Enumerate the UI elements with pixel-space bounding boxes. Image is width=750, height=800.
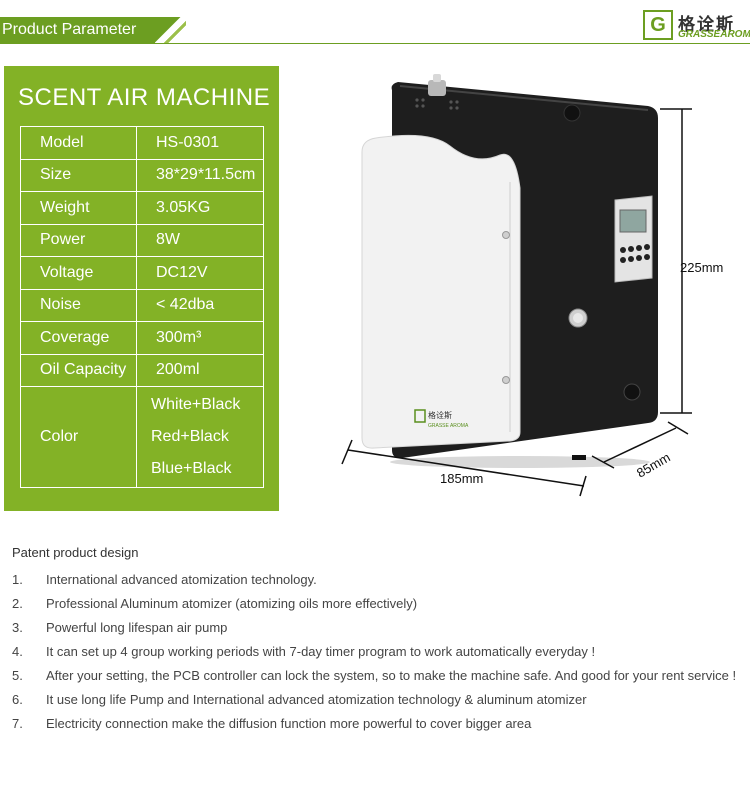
width-label: 185mm xyxy=(440,471,483,486)
intro-text: Patent product design xyxy=(12,545,139,560)
list-item: 4. It can set up 4 group working periods … xyxy=(12,640,740,664)
nozzle-tip-icon xyxy=(433,74,441,82)
screw-icon xyxy=(502,376,510,384)
spec-value: 38*29*11.5cm xyxy=(136,158,264,192)
color-option: White+Black xyxy=(151,396,241,413)
list-number: 3. xyxy=(12,620,23,635)
spec-value: HS-0301 xyxy=(136,126,264,160)
spec-value: 8W xyxy=(136,223,264,257)
list-item: 1. International advanced atomization tec… xyxy=(12,568,740,592)
spec-key: Weight xyxy=(20,191,137,225)
spec-row-coverage: Coverage 300m³ xyxy=(20,321,264,355)
list-number: 1. xyxy=(12,572,23,587)
list-number: 6. xyxy=(12,692,23,707)
device-foot xyxy=(572,455,586,460)
list-text: Powerful long lifespan air pump xyxy=(46,620,228,635)
power-socket-icon xyxy=(623,383,641,401)
list-text: After your setting, the PCB controller c… xyxy=(46,668,737,683)
spec-key: Power xyxy=(20,223,137,257)
width-dim-tick-left xyxy=(341,439,353,465)
spec-value: DC12V xyxy=(136,256,264,290)
spec-row-weight: Weight 3.05KG xyxy=(20,191,264,225)
nozzle-icon xyxy=(428,80,446,96)
list-item: 2. Professional Aluminum atomizer (atomiz… xyxy=(12,592,740,616)
scent-machine-image: 格诠斯 GRASSE AROMA 225mm 185mm 85mm xyxy=(341,74,723,497)
color-option: Red+Black xyxy=(151,428,229,445)
product-illustration: 格诠斯 GRASSE AROMA 225mm 185mm 85mm xyxy=(330,60,750,510)
brand-mark-icon: G xyxy=(643,10,673,40)
front-cover xyxy=(361,134,521,449)
lcd-screen-icon xyxy=(619,209,647,233)
list-text: It use long life Pump and International … xyxy=(46,692,587,707)
depth-label: 85mm xyxy=(634,450,673,481)
device-logo-en: GRASSE AROMA xyxy=(428,423,469,429)
spec-row-voltage: Voltage DC12V xyxy=(20,256,264,290)
depth-dim-tick-right xyxy=(667,421,689,435)
list-text: Professional Aluminum atomizer (atomizin… xyxy=(46,596,418,611)
list-item: 6. It use long life Pump and Internationa… xyxy=(12,688,740,712)
section-title: Product Parameter xyxy=(0,17,155,43)
color-option: Blue+Black xyxy=(151,460,232,477)
width-dim-line xyxy=(347,449,585,487)
spec-key: Voltage xyxy=(20,256,137,290)
list-item: 5. After your setting, the PCB controller… xyxy=(12,664,740,688)
list-number: 7. xyxy=(12,716,23,731)
spec-row-color: Color White+Black Red+Black Blue+Black xyxy=(20,386,264,488)
section-title-accent xyxy=(162,17,186,43)
control-buttons-icon xyxy=(620,244,650,263)
spec-key: Oil Capacity xyxy=(20,353,137,387)
depth-dim-tick-left xyxy=(591,455,615,469)
list-number: 2. xyxy=(12,596,23,611)
brand-name-cn: 格诠斯 xyxy=(678,15,735,34)
height-label: 225mm xyxy=(680,260,723,275)
spec-value: 3.05KG xyxy=(136,191,264,225)
device-logo-icon xyxy=(414,409,426,423)
top-knob-icon xyxy=(563,104,581,122)
spec-value: 200ml xyxy=(136,353,264,387)
spec-key: Color xyxy=(20,386,137,488)
spec-row-power: Power 8W xyxy=(20,223,264,257)
screw-icon xyxy=(502,231,510,239)
color-options: White+Black Red+Black Blue+Black xyxy=(136,386,264,488)
side-button-inner-icon xyxy=(573,313,583,323)
spec-panel: SCENT AIR MACHINE Model HS-0301 Size 38*… xyxy=(4,66,279,511)
list-number: 4. xyxy=(12,644,23,659)
spec-row-oil-capacity: Oil Capacity 200ml xyxy=(20,353,264,387)
spec-value: 300m³ xyxy=(136,321,264,355)
list-item: 7. Electricity connection make the diffus… xyxy=(12,712,740,736)
spec-key: Model xyxy=(20,126,137,160)
spec-table: Model HS-0301 Size 38*29*11.5cm Weight 3… xyxy=(20,126,264,488)
spec-key: Size xyxy=(20,158,137,192)
spec-row-size: Size 38*29*11.5cm xyxy=(20,158,264,192)
depth-dim-line xyxy=(603,427,677,463)
spec-key: Coverage xyxy=(20,321,137,355)
list-number: 5. xyxy=(12,668,23,683)
control-panel xyxy=(614,195,653,283)
spec-value: < 42dba xyxy=(136,288,264,322)
list-item: 3. Powerful long lifespan air pump xyxy=(12,616,740,640)
spec-row-model: Model HS-0301 xyxy=(20,126,264,160)
vent-holes-icon xyxy=(415,98,459,110)
spec-row-noise: Noise < 42dba xyxy=(20,288,264,322)
list-text: International advanced atomization techn… xyxy=(46,572,317,587)
spec-key: Noise xyxy=(20,288,137,322)
list-text: It can set up 4 group working periods wi… xyxy=(46,644,596,659)
feature-list: 1. International advanced atomization tec… xyxy=(12,568,740,736)
panel-title: SCENT AIR MACHINE xyxy=(18,84,271,111)
list-text: Electricity connection make the diffusio… xyxy=(46,716,532,731)
header-divider xyxy=(0,43,750,44)
device-logo-cn: 格诠斯 xyxy=(428,410,452,420)
